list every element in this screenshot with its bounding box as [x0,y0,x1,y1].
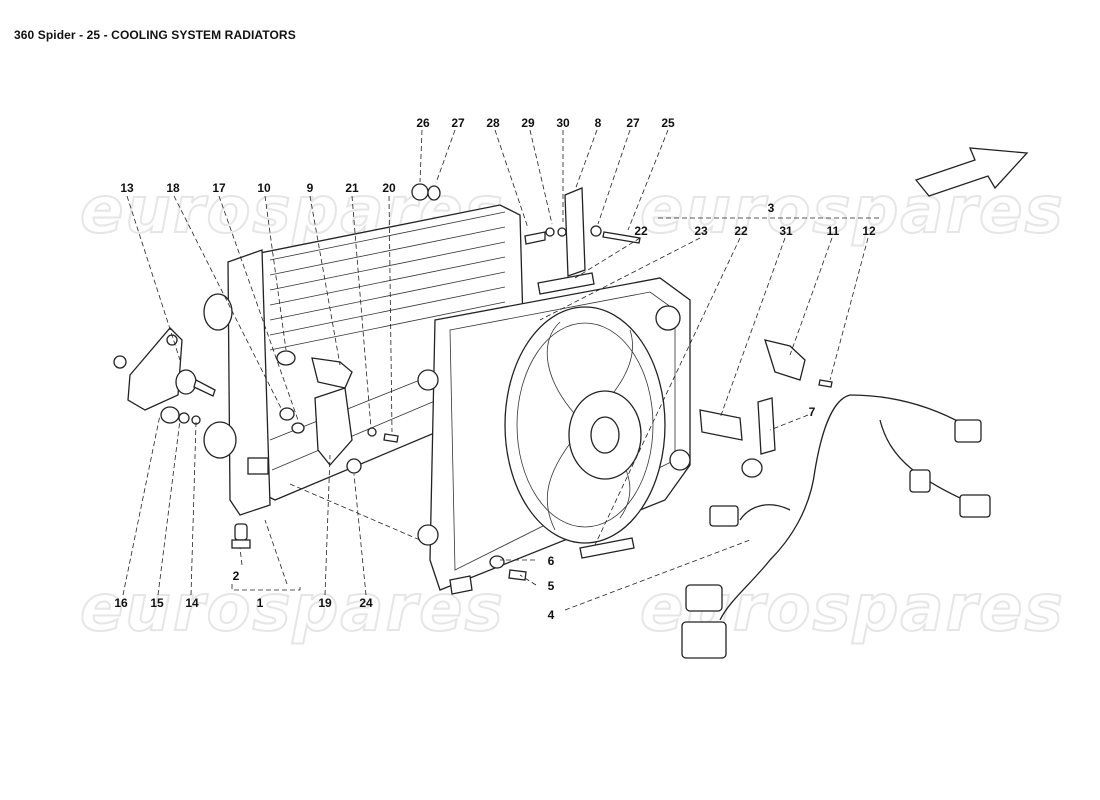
mounting-bracket-13 [113,327,216,411]
callout-19: 19 [318,596,332,610]
callout-23: 23 [694,224,708,238]
callout-1: 1 [257,596,264,610]
callout-14: 14 [185,596,199,610]
callout-15: 15 [150,596,164,610]
callout-20: 20 [382,181,396,195]
callout-11: 11 [827,224,840,238]
washers-14-15-16 [160,406,201,425]
radiator-end-tank [203,249,271,516]
callout-13: 13 [120,181,134,195]
bracket-7 [741,397,776,478]
callout-5: 5 [548,579,555,593]
direction-arrow-icon [914,147,1029,197]
callout-21: 21 [345,181,359,195]
callout-31: 31 [779,224,793,238]
watermark-bottom-left: eurospares [80,572,505,646]
callout-10: 10 [257,181,271,195]
callout-16: 16 [114,596,128,610]
callout-17: 17 [212,181,226,195]
callout-28: 28 [486,116,500,130]
callout-22-left: 22 [634,224,648,238]
callout-25: 25 [661,116,675,130]
callout-30: 30 [556,116,570,130]
callout-27-right: 27 [626,116,640,130]
upper-fasteners [411,183,641,277]
drain-plug [231,523,251,549]
callout-7: 7 [809,405,816,419]
resistor-31 [699,409,743,441]
fan-motor [568,390,642,480]
page-title: 360 Spider - 25 - COOLING SYSTEM RADIATO… [14,28,296,42]
shroud-pads-22 [449,272,635,595]
callout-24: 24 [359,596,373,610]
bracket-19 [314,387,399,474]
sensor-11 [764,339,833,388]
fasteners-5-6 [489,555,527,581]
callout-2: 2 [233,569,240,583]
callout-6: 6 [548,554,555,568]
callout-18: 18 [166,181,180,195]
callout-26: 26 [416,116,430,130]
callout-3: 3 [768,201,775,215]
callout-12: 12 [862,224,876,238]
callout-27-top: 27 [451,116,465,130]
callout-8: 8 [595,116,602,130]
wiring-harness [681,394,991,659]
callout-4: 4 [548,608,555,622]
callout-22-right: 22 [734,224,748,238]
callout-9: 9 [307,181,314,195]
callout-29: 29 [521,116,535,130]
leader-lines [122,129,882,611]
watermark-top-right: eurospares [640,174,1065,248]
thermal-switch-9 [276,350,353,434]
